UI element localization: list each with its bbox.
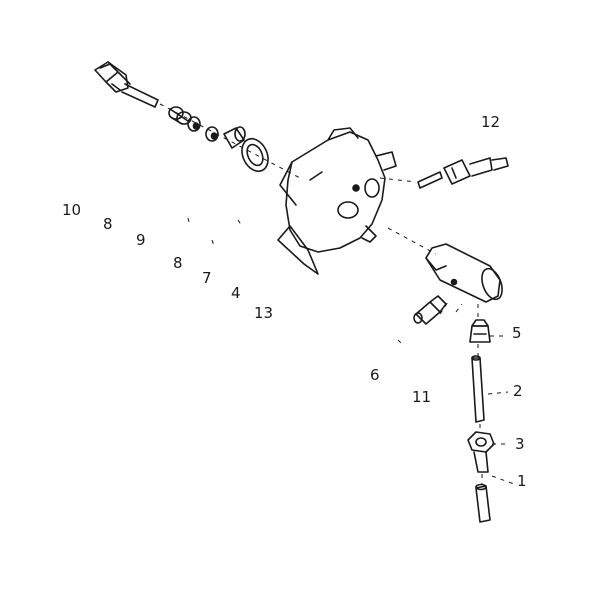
part-7-spacer — [223, 126, 246, 149]
callout-5: 5 — [512, 324, 522, 342]
part-13-pump-body — [277, 127, 397, 275]
callout-9: 9 — [136, 231, 146, 249]
callout-8-upper: 8 — [103, 215, 113, 233]
callout-7: 7 — [202, 269, 212, 287]
callout-3: 3 — [515, 435, 525, 453]
callout-11: 11 — [412, 388, 432, 406]
callout-6: 6 — [370, 366, 380, 384]
part-10-valve-stem — [94, 61, 159, 108]
part-11-cylinder — [425, 243, 503, 303]
callout-4: 4 — [231, 284, 241, 302]
part-5-fitting — [469, 319, 491, 343]
part-8-packing-nut — [168, 106, 192, 125]
part-1-pipe — [475, 483, 491, 523]
callout-10: 10 — [62, 201, 82, 219]
callout-13: 13 — [254, 304, 274, 322]
callout-1: 1 — [517, 472, 527, 490]
part-12-fitting — [417, 157, 509, 189]
part-6-grease-nipple — [413, 295, 447, 325]
part-3-nut — [467, 431, 495, 473]
part-2-tube — [471, 355, 485, 423]
part-8-ring — [205, 126, 219, 142]
callout-2: 2 — [513, 382, 523, 400]
callout-8-lower: 8 — [173, 254, 183, 272]
callout-12: 12 — [481, 113, 501, 131]
part-4-gasket — [241, 137, 269, 173]
part-9-washer — [187, 116, 201, 132]
assembly-leader-lines — [159, 103, 515, 485]
